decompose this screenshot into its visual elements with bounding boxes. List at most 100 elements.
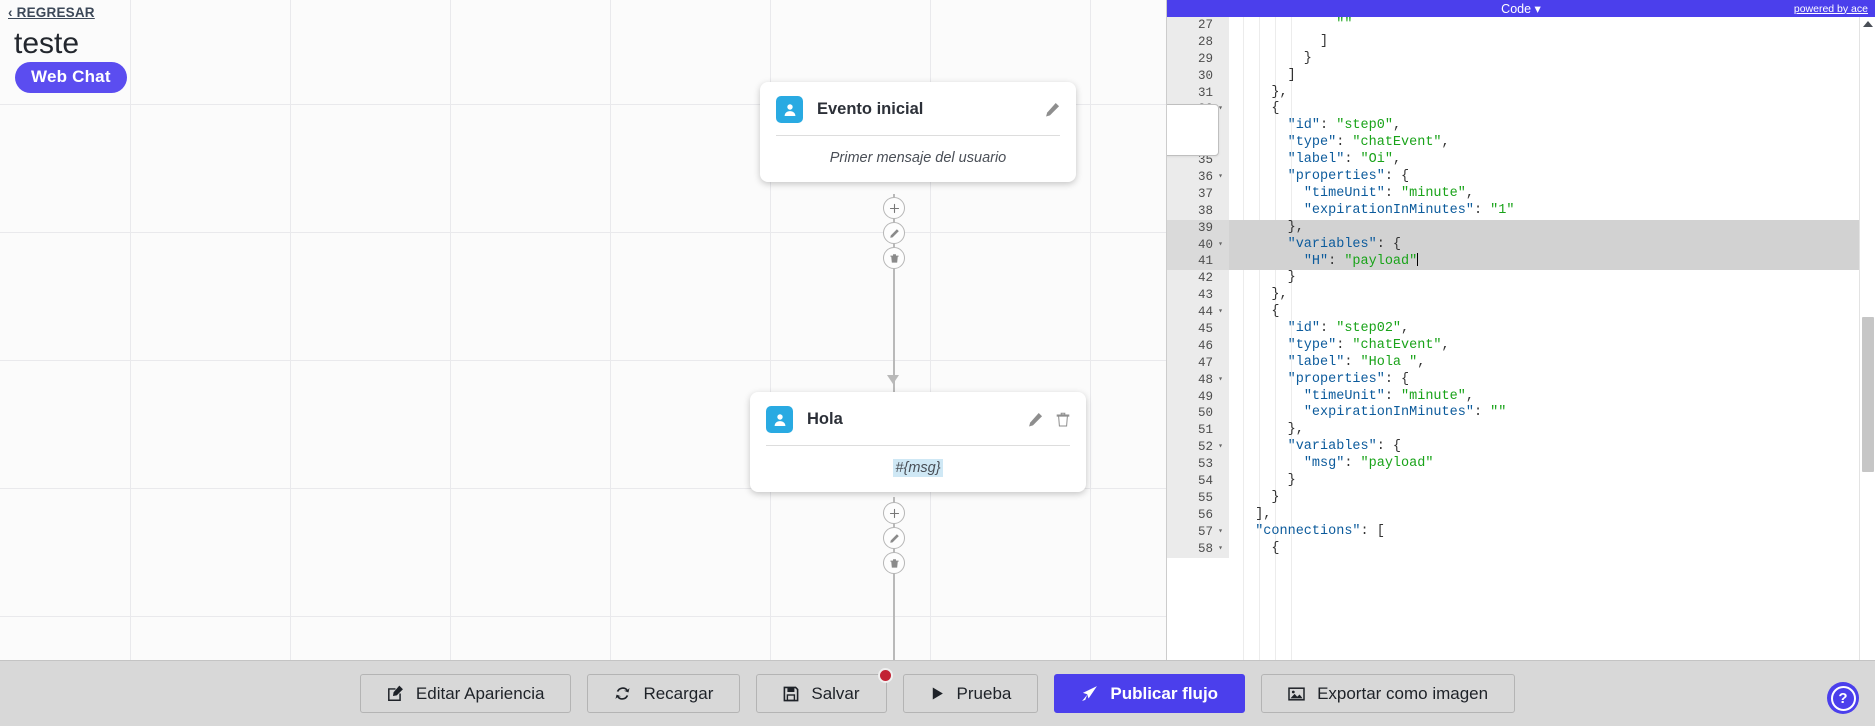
code-line[interactable]: 49 "timeUnit": "minute", xyxy=(1167,388,1875,406)
code-line-text[interactable]: "connections": [ xyxy=(1255,523,1385,539)
code-line[interactable]: 31 }, xyxy=(1167,84,1875,102)
recargar-button[interactable]: Recargar xyxy=(587,674,741,713)
flow-canvas[interactable]: ‹ REGRESAR teste Web Chat xyxy=(0,0,1166,660)
powered-by-ace-link[interactable]: powered by ace xyxy=(1793,2,1868,15)
code-line-text[interactable]: "id": "step02", xyxy=(1287,321,1410,337)
plus-icon[interactable] xyxy=(883,502,905,524)
code-line[interactable]: 55 } xyxy=(1167,489,1875,507)
code-line-text[interactable]: "label": "Oi", xyxy=(1287,152,1402,168)
code-line[interactable]: 52▾ "variables": { xyxy=(1167,439,1875,457)
scroll-up-arrow-icon[interactable] xyxy=(1863,21,1873,27)
fold-toggle-panel[interactable]: ❯ xyxy=(1167,104,1219,156)
connector-toolbar-2[interactable] xyxy=(883,502,905,577)
back-link[interactable]: ‹ REGRESAR xyxy=(8,5,95,20)
code-line[interactable]: 41 "H": "payload" xyxy=(1167,253,1875,271)
code-line-text[interactable]: "label": "Hola ", xyxy=(1287,354,1426,370)
flow-node-evento-inicial[interactable]: Evento inicial Primer mensaje del usuari… xyxy=(760,82,1076,182)
code-line[interactable]: 45 "id": "step02", xyxy=(1167,321,1875,338)
code-line[interactable]: 40▾ "variables": { xyxy=(1167,236,1875,254)
code-line-text[interactable]: "expirationInMinutes": "1" xyxy=(1303,202,1515,218)
code-line-text[interactable]: "expirationInMinutes": "" xyxy=(1303,405,1507,421)
fold-arrow-icon[interactable]: ▾ xyxy=(1218,442,1223,452)
editor-title[interactable]: Code ▾ xyxy=(1501,1,1541,16)
code-line[interactable]: 35 "label": "Oi", xyxy=(1167,152,1875,170)
code-line-text[interactable]: } xyxy=(1239,473,1296,489)
code-line[interactable]: 57▾ "connections": [ xyxy=(1167,523,1875,541)
code-line[interactable]: 48▾ "properties": { xyxy=(1167,371,1875,389)
code-lines[interactable]: 27 ""28 ]29 }30 ]31 },32▾ {33 "id": "ste… xyxy=(1167,17,1875,558)
code-line-text[interactable]: "variables": { xyxy=(1229,236,1875,254)
code-line-text[interactable]: "" xyxy=(1336,17,1353,32)
flow-node-hola[interactable]: Hola #{msg} xyxy=(750,392,1086,492)
code-line-text[interactable]: ] xyxy=(1239,33,1329,49)
code-line[interactable]: 33 "id": "step0", xyxy=(1167,118,1875,136)
fold-arrow-icon[interactable]: ▾ xyxy=(1218,239,1223,249)
code-line-text[interactable]: "properties": { xyxy=(1287,371,1410,387)
code-line-text[interactable]: ] xyxy=(1239,67,1296,83)
code-line-text[interactable]: } xyxy=(1239,50,1312,66)
fold-arrow-icon[interactable]: ▾ xyxy=(1218,307,1223,317)
code-line[interactable]: 53 "msg": "payload" xyxy=(1167,456,1875,474)
fold-arrow-icon[interactable]: ▾ xyxy=(1218,104,1223,114)
code-line-text[interactable]: "type": "chatEvent", xyxy=(1287,135,1450,151)
plus-icon[interactable] xyxy=(883,197,905,219)
edit-pencil-icon[interactable] xyxy=(1045,102,1060,117)
publicar-flujo-button[interactable]: Publicar flujo xyxy=(1054,674,1246,713)
fold-arrow-icon[interactable]: ▾ xyxy=(1218,526,1223,536)
code-line-text[interactable]: } xyxy=(1239,489,1280,505)
delete-trash-icon[interactable] xyxy=(1056,412,1070,427)
code-line[interactable]: 50 "expirationInMinutes": "" xyxy=(1167,405,1875,423)
connector-toolbar-1[interactable] xyxy=(883,197,905,272)
code-line-text[interactable]: "timeUnit": "minute", xyxy=(1303,388,1474,404)
code-line-text[interactable]: }, xyxy=(1229,219,1875,237)
pencil-icon[interactable] xyxy=(883,527,905,549)
scrollbar-thumb[interactable] xyxy=(1862,317,1874,472)
code-line[interactable]: 39 }, xyxy=(1167,219,1875,237)
exportar-como-imagen-button[interactable]: Exportar como imagen xyxy=(1261,674,1516,713)
editar-apariencia-button[interactable]: Editar Apariencia xyxy=(359,674,572,713)
code-line[interactable]: 51 }, xyxy=(1167,422,1875,440)
code-line[interactable]: 44▾ { xyxy=(1167,304,1875,322)
code-line-text[interactable]: "H": "payload" xyxy=(1229,253,1875,271)
code-line[interactable]: 29 } xyxy=(1167,50,1875,68)
node-actions[interactable] xyxy=(1045,102,1060,117)
code-line[interactable]: 28 ] xyxy=(1167,33,1875,51)
code-line-text[interactable]: }, xyxy=(1239,84,1288,100)
code-line[interactable]: 56 ], xyxy=(1167,506,1875,524)
code-line-text[interactable]: ], xyxy=(1239,506,1272,522)
pencil-icon[interactable] xyxy=(883,222,905,244)
code-line[interactable]: 42 } xyxy=(1167,270,1875,288)
code-area[interactable]: 27 ""28 ]29 }30 ]31 },32▾ {33 "id": "ste… xyxy=(1167,17,1875,660)
code-line-text[interactable]: }, xyxy=(1239,422,1304,438)
code-line[interactable]: 46 "type": "chatEvent", xyxy=(1167,337,1875,355)
trash-icon[interactable] xyxy=(883,552,905,574)
code-line-text[interactable]: { xyxy=(1239,304,1280,320)
fold-arrow-icon[interactable]: ▾ xyxy=(1218,374,1223,384)
salvar-button[interactable]: Salvar xyxy=(756,668,893,713)
code-line[interactable]: 34 "type": "chatEvent", xyxy=(1167,135,1875,153)
code-line-text[interactable]: "type": "chatEvent", xyxy=(1287,337,1450,353)
code-line-text[interactable]: { xyxy=(1239,101,1280,117)
edit-pencil-icon[interactable] xyxy=(1028,412,1043,427)
code-line[interactable]: 36▾ "properties": { xyxy=(1167,169,1875,186)
code-line-text[interactable]: { xyxy=(1239,540,1280,556)
node-actions[interactable] xyxy=(1028,412,1070,427)
code-line[interactable]: 32▾ { xyxy=(1167,101,1875,119)
chevron-down-icon[interactable]: ▾ xyxy=(1534,2,1541,16)
prueba-button[interactable]: Prueba xyxy=(902,674,1039,713)
code-line-text[interactable]: "timeUnit": "minute", xyxy=(1303,185,1474,201)
code-line[interactable]: 54 } xyxy=(1167,473,1875,490)
fold-arrow-icon[interactable]: ▾ xyxy=(1218,543,1223,553)
code-line-text[interactable]: "properties": { xyxy=(1287,169,1410,185)
code-editor-panel[interactable]: Code ▾ powered by ace 27 ""28 ]29 }30 ]3… xyxy=(1166,0,1875,660)
code-line[interactable]: 30 ] xyxy=(1167,67,1875,85)
code-line-text[interactable]: "variables": { xyxy=(1287,439,1402,455)
code-line[interactable]: 27 "" xyxy=(1167,17,1875,34)
code-line-text[interactable]: } xyxy=(1239,270,1296,286)
code-line[interactable]: 58▾ { xyxy=(1167,540,1875,558)
code-line-text[interactable]: "id": "step0", xyxy=(1287,118,1402,134)
fold-arrow-icon[interactable]: ▾ xyxy=(1218,172,1223,182)
code-line[interactable]: 43 }, xyxy=(1167,287,1875,305)
code-line-text[interactable]: }, xyxy=(1239,287,1288,303)
code-line[interactable]: 47 "label": "Hola ", xyxy=(1167,354,1875,372)
